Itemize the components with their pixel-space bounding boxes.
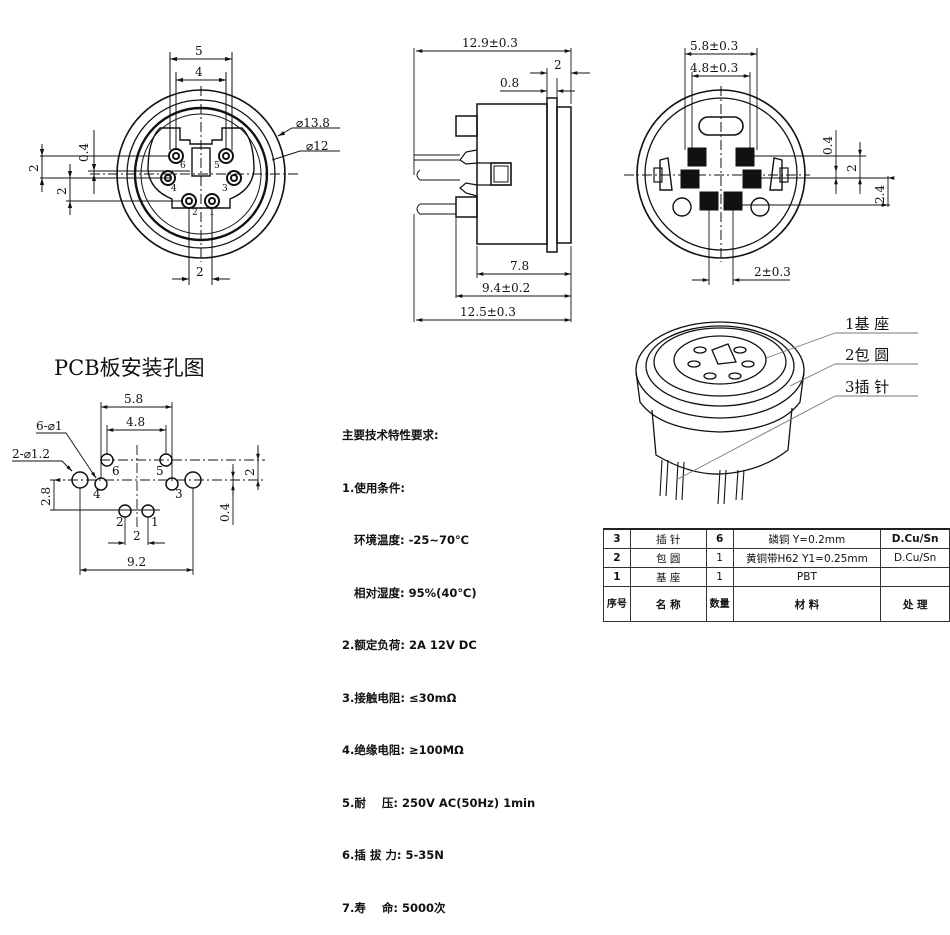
pcb-holes — [71, 453, 202, 518]
front-dia-outer: ⌀13.8 — [296, 116, 330, 130]
pcb-dim-2b: 2 — [133, 529, 141, 543]
spec-line: 3.接触电阻: ≤30mΩ — [342, 690, 457, 705]
bom-qty: 6 — [705, 528, 734, 549]
spec-heading: 主要技术特性要求: — [342, 428, 439, 442]
pcb-dim-2-8: 2.8 — [39, 487, 53, 506]
pcb-pin-1: 1 — [151, 515, 159, 529]
side-dim-7-8: 7.8 — [510, 259, 529, 273]
bom-material: 黄铜带H62 Y1=0.25mm — [732, 548, 882, 568]
isometric-view — [635, 321, 918, 505]
bom-finish — [880, 567, 950, 587]
pcb-dim-0-4: 0.4 — [218, 503, 232, 522]
pcb-dim-2: 2 — [243, 468, 257, 476]
front-dim-2b: 2 — [55, 187, 69, 195]
side-dim-overall: 12.9±0.3 — [462, 36, 518, 50]
bom-header-qty: 数量 — [705, 586, 734, 622]
bom-row: 2 包 圆 1 黄铜带H62 Y1=0.25mm D.Cu/Sn — [603, 548, 950, 568]
side-dim-12-5: 12.5±0.3 — [460, 305, 516, 319]
bom-row: 3 插 针 6 磷铜 Y=0.2mm D.Cu/Sn — [603, 528, 950, 549]
rear-view — [624, 48, 890, 285]
spec-line: 环境温度: -25~70℃ — [342, 533, 469, 547]
bom-header-finish: 处 理 — [880, 586, 950, 622]
bom-no: 3 — [603, 528, 631, 549]
legend-item-pin: 3插 针 — [845, 378, 890, 396]
pcb-dim-5-8: 5.8 — [124, 392, 143, 406]
pcb-hole-layout — [12, 402, 265, 575]
drawing-sheet: 5 4 ⌀13.8 ⌀12 0.4 2 2 2 12.9±0.3 2 0.8 7… — [12, 36, 950, 915]
front-pin-6: 6 — [180, 161, 186, 171]
spec-line: 相对湿度: 95%(40℃) — [342, 585, 477, 600]
front-dim-2a: 2 — [27, 164, 41, 172]
rear-dim-2-4: 2.4 — [873, 185, 887, 204]
front-view — [39, 52, 340, 285]
bill-of-materials: 3 插 针 6 磷铜 Y=0.2mm D.Cu/Sn 2 包 圆 1 黄铜带H6… — [603, 528, 950, 622]
spec-line: 5.耐 压: 250V AC(50Hz) 1min — [342, 795, 536, 810]
legend-item-base: 1基 座 — [845, 315, 890, 333]
bom-name: 插 针 — [629, 528, 707, 549]
bom-name: 基 座 — [629, 567, 707, 587]
spec-line: 2.额定负荷: 2A 12V DC — [342, 638, 477, 652]
dimension-labels: 5 4 ⌀13.8 ⌀12 0.4 2 2 2 12.9±0.3 2 0.8 7… — [12, 36, 887, 569]
pcb-pin-2: 2 — [116, 515, 124, 529]
side-dim-9-4: 9.4±0.2 — [482, 281, 530, 295]
bom-material: PBT — [732, 567, 882, 587]
spec-line: 6.插 拔 力: 5-35N — [342, 848, 444, 862]
front-pin-1: 1 — [209, 208, 215, 218]
side-dim-0-8: 0.8 — [500, 76, 519, 90]
front-pin-labels: 1 2 3 4 5 6 — [171, 161, 228, 218]
pcb-dim-4-8: 4.8 — [126, 415, 145, 429]
front-dim-2c: 2 — [196, 265, 204, 279]
pcb-holes-large: 2-⌀1.2 — [12, 447, 50, 461]
bom-no: 1 — [603, 567, 631, 587]
pcb-pin-4: 4 — [93, 487, 101, 501]
front-pin-4: 4 — [171, 184, 177, 194]
bom-material: 磷铜 Y=0.2mm — [732, 528, 882, 549]
rear-dim-0-4: 0.4 — [821, 136, 835, 155]
bom-no: 2 — [603, 548, 631, 568]
pcb-dim-9-2: 9.2 — [127, 555, 146, 569]
front-pin-2: 2 — [192, 208, 198, 218]
bom-finish: D.Cu/Sn — [880, 528, 950, 549]
pcb-pin-5: 5 — [156, 464, 164, 478]
rear-dim-5-8: 5.8±0.3 — [690, 39, 738, 53]
bom-name: 包 圆 — [629, 548, 707, 568]
bom-qty: 1 — [705, 567, 734, 587]
bom-header-material: 材 料 — [732, 586, 882, 622]
pcb-holes-small: 6-⌀1 — [36, 419, 63, 433]
side-dim-flange: 2 — [554, 58, 562, 72]
bom-header-no: 序号 — [603, 586, 631, 622]
bom-header-name: 名 称 — [629, 586, 707, 622]
technical-drawing: 5 4 ⌀13.8 ⌀12 0.4 2 2 2 12.9±0.3 2 0.8 7… — [12, 36, 918, 575]
pcb-pin-labels: 1 2 3 4 5 6 — [93, 464, 183, 529]
bom-qty: 1 — [705, 548, 734, 568]
spec-line: 4.绝缘电阻: ≥100MΩ — [342, 743, 464, 757]
bom-row: 1 基 座 1 PBT — [603, 567, 950, 587]
bom-header-row: 序号 名 称 数量 材 料 处 理 — [603, 586, 950, 622]
pcb-title: PCB板安装孔图 — [54, 356, 205, 380]
rear-pads — [680, 147, 762, 211]
side-view — [413, 48, 590, 322]
spec-line: 1.使用条件: — [342, 480, 405, 495]
spec-line: 7.寿 命: 5000次 — [342, 900, 446, 915]
pcb-pin-6: 6 — [112, 464, 120, 478]
front-dim-5: 5 — [195, 44, 203, 58]
bom-finish: D.Cu/Sn — [880, 548, 950, 568]
technical-requirements: 主要技术特性要求: 1.使用条件: 环境温度: -25~70℃ 相对湿度: 95… — [342, 392, 535, 935]
rear-dim-2-0-3: 2±0.3 — [754, 265, 791, 279]
pcb-pin-3: 3 — [175, 487, 183, 501]
legend-item-shell: 2包 圆 — [845, 346, 890, 364]
front-dim-0-4: 0.4 — [77, 143, 91, 162]
front-dia-inner: ⌀12 — [306, 139, 329, 153]
front-dim-4: 4 — [195, 65, 203, 79]
front-pin-3: 3 — [222, 184, 228, 194]
rear-dim-4-8: 4.8±0.3 — [690, 61, 738, 75]
front-pin-5: 5 — [214, 161, 220, 171]
rear-dim-2: 2 — [845, 164, 859, 172]
